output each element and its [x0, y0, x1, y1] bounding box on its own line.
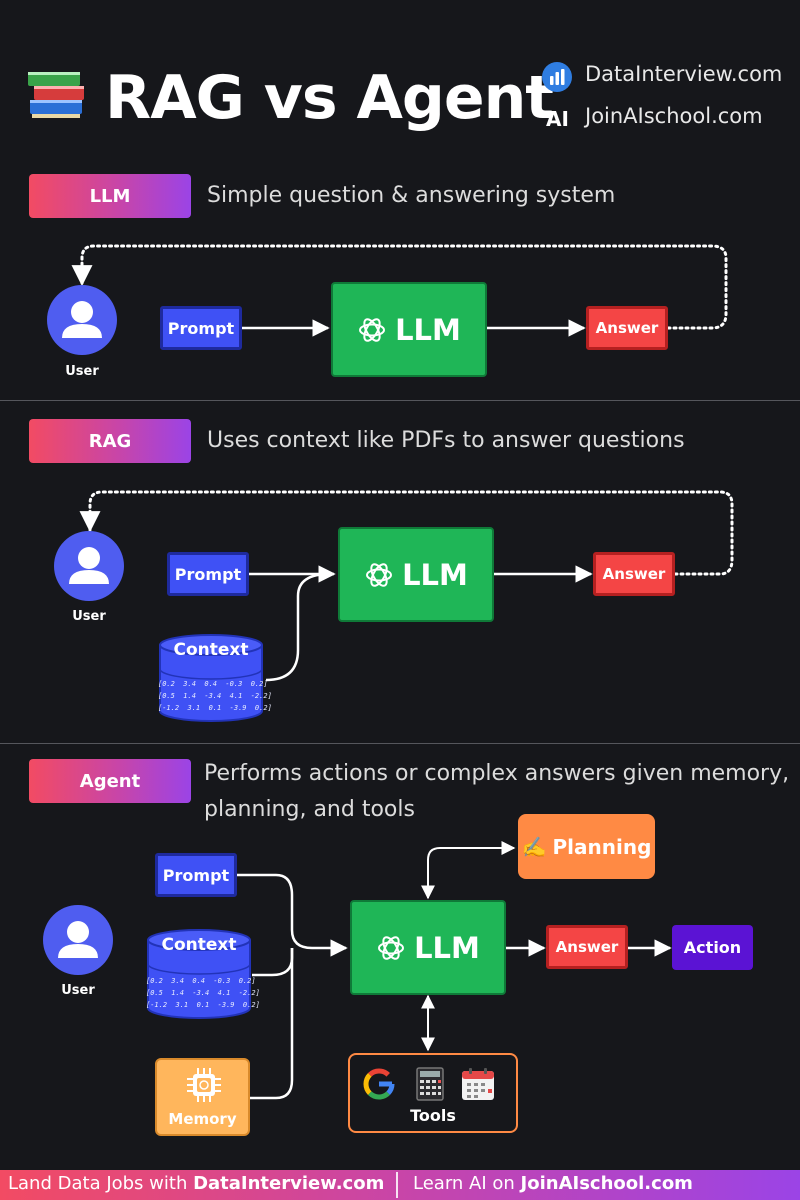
user-icon [43, 905, 113, 975]
llm-box: LLM [338, 527, 494, 622]
writing-hand-icon: ✍️ [521, 834, 547, 859]
openai-icon [366, 562, 393, 587]
context-database-icon [159, 634, 263, 722]
user-label: User [65, 364, 99, 379]
llm-box: LLM [350, 900, 506, 995]
books-icon [28, 72, 84, 118]
context-vector-row: [0.5 1.4 -3.4 4.1 -2.2] [158, 692, 272, 700]
brand-datainterview[interactable]: DataInterview.com [585, 62, 783, 86]
chip-icon [187, 1068, 221, 1102]
section-desc-llm: Simple question & answering system [207, 183, 616, 208]
footer-bar [0, 1170, 800, 1200]
context-vector-row: [0.2 3.4 0.4 -0.3 0.2] [146, 977, 256, 985]
openai-icon [359, 317, 386, 342]
prompt-box: Prompt [167, 552, 249, 596]
prompt-box: Prompt [155, 853, 237, 897]
tools-label: Tools [410, 1106, 456, 1125]
google-icon [363, 1068, 395, 1100]
llm-box: LLM [331, 282, 487, 377]
context-vector-row: [-1.2 3.1 0.1 -3.9 0.2] [158, 704, 272, 712]
section-pill-agent: Agent [29, 759, 191, 803]
footer-divider [396, 1172, 398, 1198]
section-pill-llm: LLM [29, 174, 191, 218]
answer-box: Answer [593, 552, 675, 596]
section-desc-agent-line1: Performs actions or complex answers give… [204, 761, 790, 786]
answer-box: Answer [586, 306, 668, 350]
memory-label: Memory [168, 1110, 237, 1128]
section-divider [0, 400, 800, 401]
answer-box: Answer [546, 925, 628, 969]
user-icon [47, 285, 117, 355]
context-database-icon [147, 929, 251, 1019]
llm-label: LLM [395, 312, 461, 347]
planning-label: Planning [552, 834, 652, 859]
context-vector-row: [-1.2 3.1 0.1 -3.9 0.2] [146, 1001, 260, 1009]
footer-left[interactable]: Land Data Jobs with DataInterview.com [8, 1173, 384, 1194]
user-label: User [72, 609, 106, 624]
section-desc-rag: Uses context like PDFs to answer questio… [207, 428, 685, 453]
footer-right-brand: JoinAIschool.com [520, 1173, 693, 1194]
brand-joinaischool[interactable]: JoinAIschool.com [585, 104, 763, 128]
page-title: RAG vs Agent [105, 63, 554, 133]
bar-chart-icon [542, 62, 572, 92]
llm-label: LLM [402, 557, 468, 592]
llm-label: LLM [414, 930, 480, 965]
context-vector-row: [0.5 1.4 -3.4 4.1 -2.2] [146, 989, 260, 997]
calendar-icon [462, 1068, 494, 1100]
section-divider [0, 743, 800, 744]
user-icon [54, 531, 124, 601]
planning-box: ✍️ Planning [518, 814, 655, 879]
calculator-icon [416, 1067, 444, 1101]
context-vector-row: [0.2 3.4 0.4 -0.3 0.2] [158, 680, 268, 688]
action-box: Action [672, 925, 753, 970]
openai-icon [378, 935, 405, 960]
prompt-box: Prompt [160, 306, 242, 350]
footer-right-prefix: Learn AI on [413, 1173, 521, 1194]
user-label: User [61, 983, 95, 998]
footer-right[interactable]: Learn AI on JoinAIschool.com [413, 1173, 693, 1194]
footer-left-brand: DataInterview.com [193, 1173, 385, 1194]
footer-left-prefix: Land Data Jobs with [8, 1173, 194, 1194]
tools-box: Tools [348, 1053, 518, 1133]
section-desc-agent-line2: planning, and tools [204, 797, 415, 822]
context-label: Context [161, 935, 237, 955]
context-label: Context [173, 640, 249, 660]
section-pill-rag: RAG [29, 419, 191, 463]
memory-box: Memory [155, 1058, 250, 1136]
ai-logo-icon: AI [546, 107, 569, 131]
